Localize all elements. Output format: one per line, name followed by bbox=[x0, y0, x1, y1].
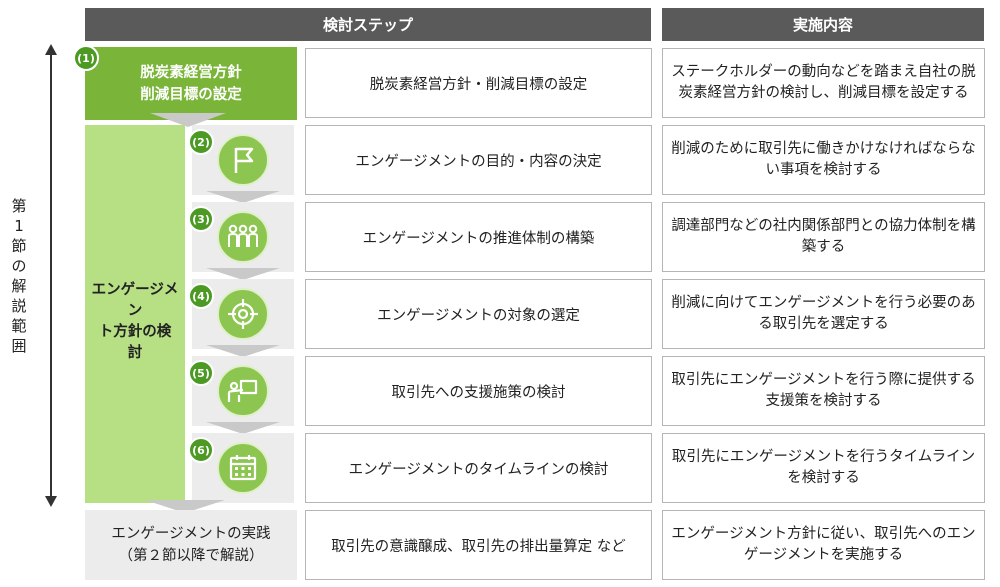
flow-arrow-icon bbox=[150, 113, 226, 127]
practice-line1: エンゲージメントの実践 bbox=[111, 526, 271, 542]
impl-text-5: 取引先にエンゲージメントを行う際に提供する支援策を検討する bbox=[662, 356, 985, 426]
flow-arrow-icon bbox=[206, 191, 280, 203]
icon-box-6 bbox=[192, 433, 294, 503]
practice-step-text: 取引先の意識醸成、取引先の排出量算定 など bbox=[305, 510, 652, 580]
impl-text-4: 削減に向けてエンゲージメントを行う必要のある取引先を選定する bbox=[662, 279, 985, 349]
step1-box: 脱炭素経営方針 削減目標の設定 bbox=[85, 47, 297, 120]
range-axis-line bbox=[50, 54, 52, 498]
calendar-icon bbox=[217, 442, 269, 494]
step-text-3: エンゲージメントの推進体制の構築 bbox=[305, 202, 652, 272]
flow-arrow-icon bbox=[206, 345, 280, 357]
implementation-column-header: 実施内容 bbox=[662, 8, 984, 41]
step-text-5: 取引先への支援施策の検討 bbox=[305, 356, 652, 426]
engagement-policy-label: エンゲージメン ト方針の検 討 bbox=[91, 282, 179, 361]
range-label: 第 1 節 の 解 説 範 囲 bbox=[11, 197, 27, 355]
target-icon bbox=[217, 288, 269, 340]
step-badge-5: (5) bbox=[188, 360, 214, 386]
step-text-6: エンゲージメントのタイムラインの検討 bbox=[305, 433, 652, 503]
impl-text-6: 取引先にエンゲージメントを行うタイムラインを検討する bbox=[662, 433, 985, 503]
step-badge-2: (2) bbox=[188, 129, 214, 155]
engagement-policy-band bbox=[85, 125, 185, 503]
step-badge-1: (1) bbox=[73, 45, 99, 71]
range-arrow-down-icon bbox=[45, 496, 57, 507]
flow-arrow-icon bbox=[206, 422, 280, 434]
flow-arrow-icon bbox=[145, 500, 225, 513]
step-badge-3: (3) bbox=[188, 206, 214, 232]
people-icon bbox=[217, 211, 269, 263]
impl-text-3: 調達部門などの社内関係部門との協力体制を構築する bbox=[662, 202, 985, 272]
practice-box: エンゲージメントの実践 （第２節以降で解説） bbox=[85, 510, 297, 580]
flow-arrow-icon bbox=[206, 268, 280, 280]
step-text-4: エンゲージメントの対象の選定 bbox=[305, 279, 652, 349]
impl-text-2: 削減のために取引先に働きかけなければならない事項を検討する bbox=[662, 125, 985, 195]
step1-line1: 脱炭素経営方針 bbox=[140, 64, 242, 81]
range-arrow-up-icon bbox=[45, 44, 57, 55]
steps-column-header: 検討ステップ bbox=[85, 8, 651, 41]
flag-icon bbox=[217, 134, 269, 186]
practice-impl-text: エンゲージメント方針に従い、取引先へのエンゲージメントを実施する bbox=[662, 510, 985, 580]
impl-text-1: ステークホルダーの動向などを踏まえ自社の脱炭素経営方針の検討し、削減目標を設定す… bbox=[662, 48, 985, 118]
step1-line2: 削減目標の設定 bbox=[140, 86, 242, 103]
step-text-2: エンゲージメントの目的・内容の決定 bbox=[305, 125, 652, 195]
support-icon bbox=[217, 365, 269, 417]
step-badge-6: (6) bbox=[188, 437, 214, 463]
step-text-1: 脱炭素経営方針・削減目標の設定 bbox=[305, 48, 652, 118]
practice-line2: （第２節以降で解説） bbox=[118, 548, 264, 564]
step-badge-4: (4) bbox=[188, 283, 214, 309]
